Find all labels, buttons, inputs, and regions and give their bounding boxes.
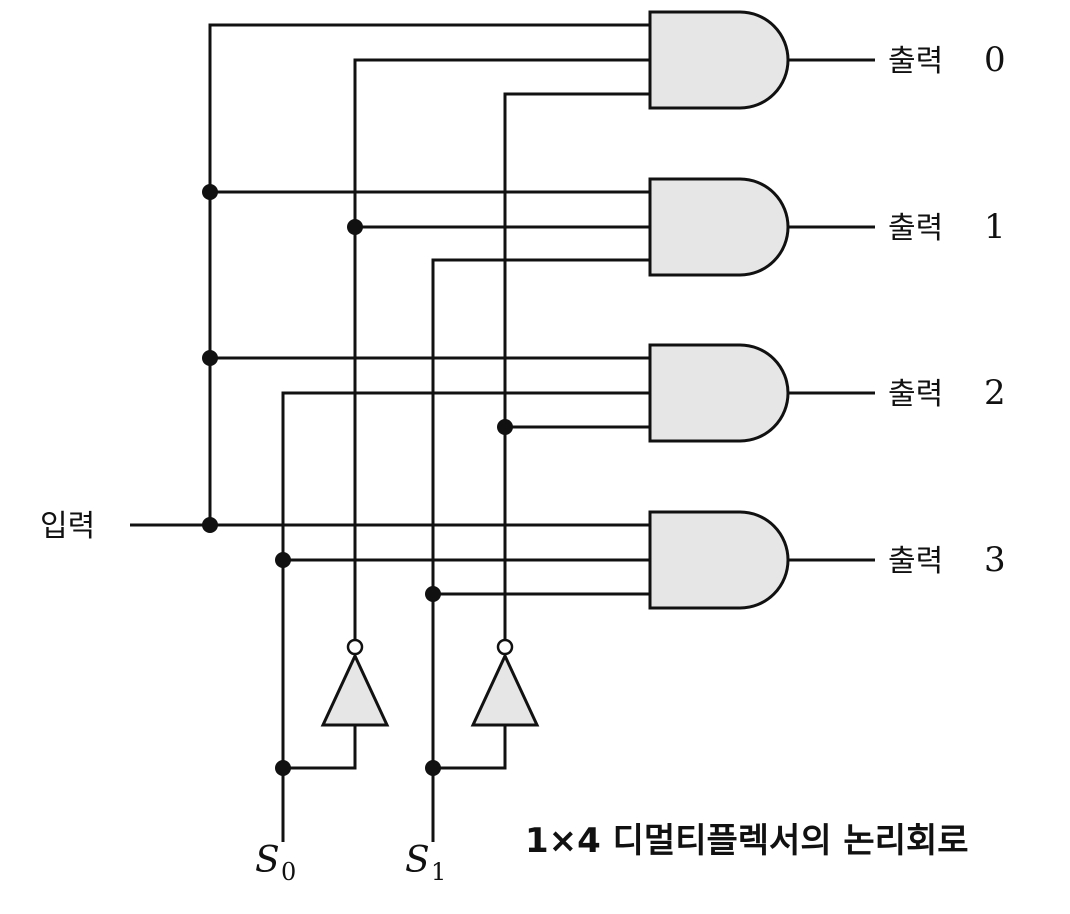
s0-to-inverter — [283, 725, 357, 770]
junction-dot — [425, 760, 441, 776]
s0-wire — [281, 391, 650, 842]
output-label-0: 출력 0 — [888, 40, 1006, 80]
and-gate-2 — [648, 343, 790, 443]
output-index: 2 — [984, 373, 1006, 413]
input-bus-vertical — [208, 23, 650, 525]
output-word: 출력 — [888, 377, 943, 412]
and-gate-3 — [648, 510, 790, 610]
output-word: 출력 — [888, 544, 943, 579]
junction-dot — [202, 184, 218, 200]
junction-dot — [275, 760, 291, 776]
select-label-s1: S 1 — [405, 840, 446, 886]
junction-dot — [347, 219, 363, 235]
junction-dot — [275, 552, 291, 568]
wires — [130, 23, 875, 842]
output-label-2: 출력 2 — [888, 373, 1006, 413]
select-letter: S — [255, 840, 280, 881]
not-s1-wire — [503, 92, 650, 648]
junction-dot — [497, 419, 513, 435]
junctions — [202, 184, 513, 776]
output-word: 출력 — [888, 211, 943, 246]
select-subscript: 0 — [281, 858, 296, 886]
output-index: 3 — [984, 540, 1006, 580]
output-label-3: 출력 3 — [888, 540, 1006, 580]
select-label-s0: S 0 — [255, 840, 296, 886]
output-word: 출력 — [888, 44, 943, 79]
and-gate-0 — [648, 10, 790, 110]
junction-dot — [202, 517, 218, 533]
output-index: 1 — [984, 207, 1006, 247]
not-s0-wire — [353, 58, 650, 648]
not-gate-s1-bubble — [496, 638, 514, 656]
diagram-caption: 1×4 디멀티플렉서의 논리회로 — [525, 821, 969, 861]
not-gate-s0 — [320, 652, 390, 727]
junction-dot — [202, 350, 218, 366]
and-gate-1 — [648, 177, 790, 277]
output-label-1: 출력 1 — [888, 207, 1006, 247]
junction-dot — [425, 586, 441, 602]
not-gate-s1 — [470, 652, 540, 727]
select-subscript: 1 — [431, 858, 446, 886]
output-index: 0 — [984, 40, 1006, 80]
s1-wire — [431, 258, 650, 842]
input-label: 입력 — [40, 509, 95, 544]
and-gates — [648, 10, 790, 610]
s1-to-inverter — [433, 725, 507, 770]
not-gates — [320, 638, 540, 727]
select-letter: S — [405, 840, 430, 881]
not-gate-s0-bubble — [346, 638, 364, 656]
